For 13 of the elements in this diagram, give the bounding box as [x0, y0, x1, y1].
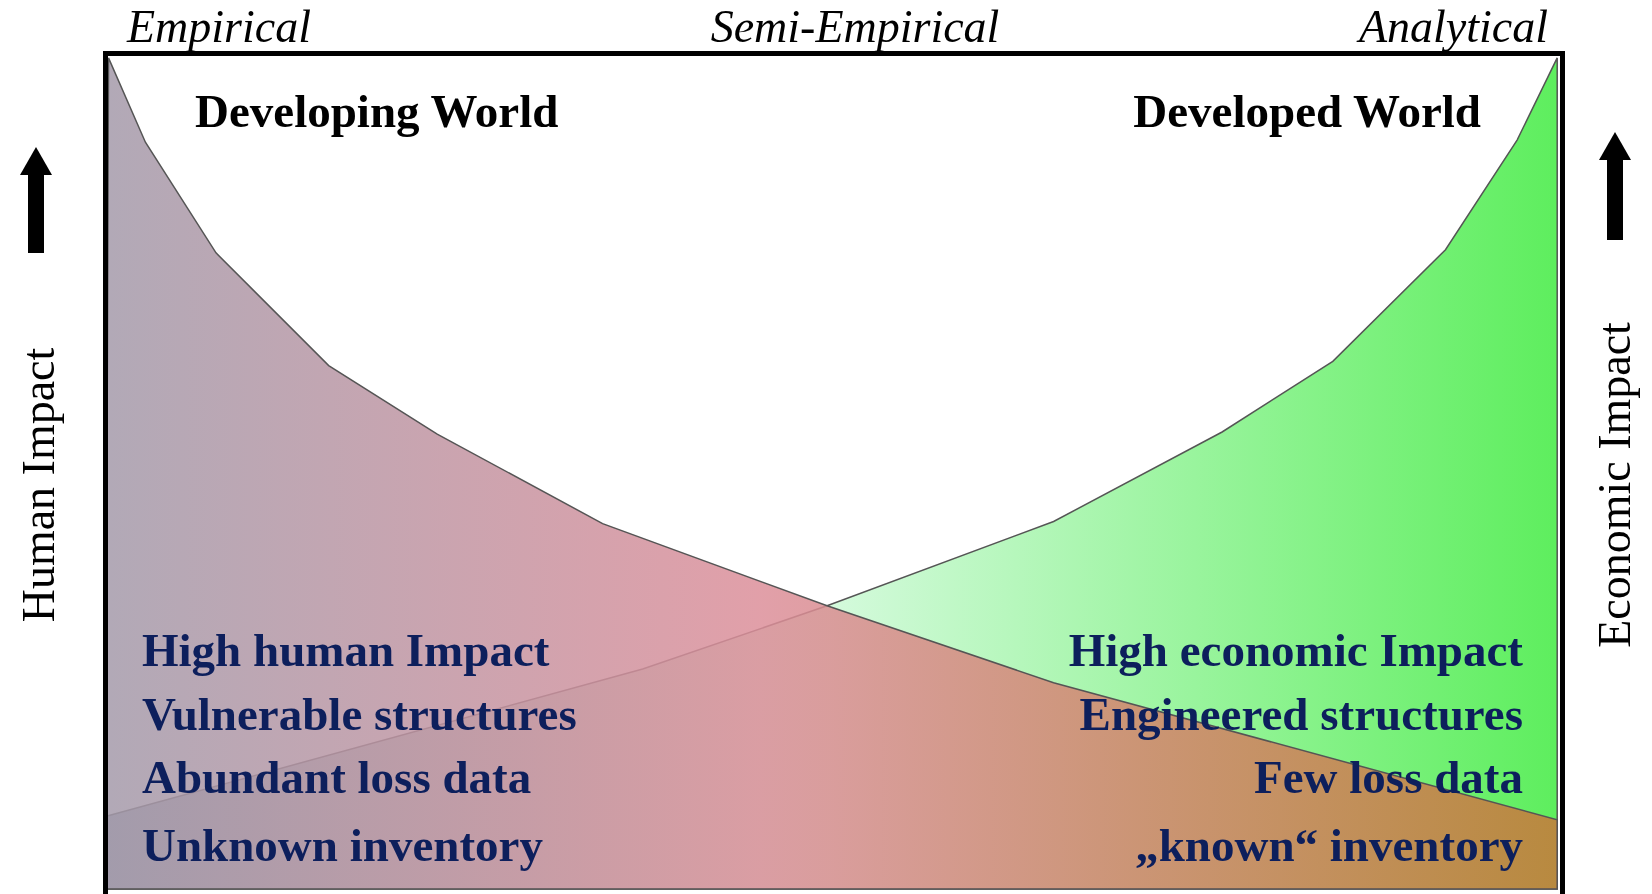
- method-label: Semi-Empirical: [710, 4, 1000, 50]
- description-text: Abundant loss data: [142, 754, 532, 801]
- description-text: High economic Impact: [1068, 627, 1523, 674]
- description-text: „known“ inventory: [1135, 822, 1523, 869]
- axis-label: Human Impact: [16, 347, 62, 623]
- description-text: Vulnerable structures: [142, 691, 577, 738]
- method-label: Empirical: [127, 4, 311, 50]
- description-text: Unknown inventory: [142, 822, 543, 869]
- description-text: High human Impact: [142, 627, 550, 674]
- axis-label: Economic Impact: [1592, 322, 1638, 648]
- region-label: Developed World: [1133, 88, 1481, 135]
- region-label: Developing World: [195, 88, 559, 135]
- method-label: Analytical: [1358, 4, 1548, 50]
